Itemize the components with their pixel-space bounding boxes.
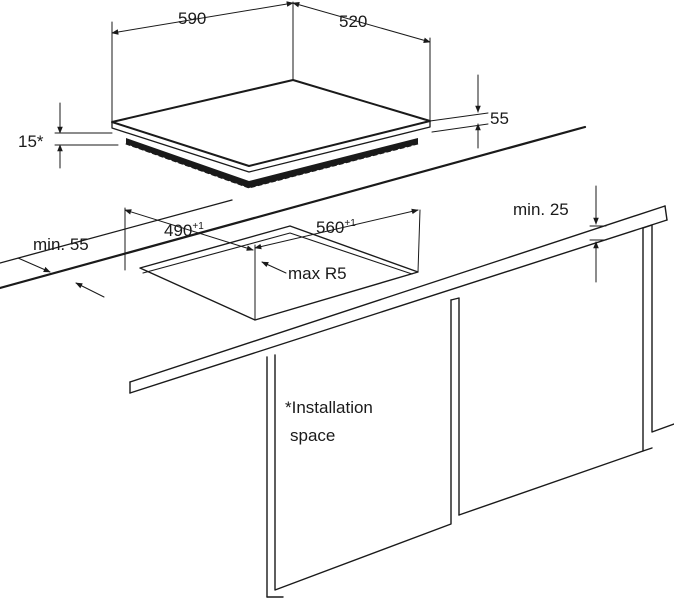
hob-body <box>126 138 418 188</box>
cutout-outline <box>139 225 419 321</box>
cabinet <box>129 205 674 598</box>
hob <box>111 79 431 189</box>
note-line-1: *Installation <box>285 398 373 417</box>
cutout-depth-tolerance: +1 <box>192 221 204 232</box>
dim-line-560 <box>254 208 419 250</box>
worktop-back-edge <box>0 125 587 290</box>
label-min-front: min. 55 <box>33 235 89 254</box>
hob-base-dashed <box>125 143 419 189</box>
dim-line-490 <box>124 209 254 251</box>
label-hob-width: 590 <box>178 9 206 28</box>
dim-line-590 <box>111 1 294 35</box>
label-hob-depth: 520 <box>339 12 367 31</box>
cutout-depth-value: 490 <box>164 221 192 240</box>
label-hob-height: 55 <box>490 109 509 128</box>
label-cutout-width: 560+1 <box>316 218 356 237</box>
dim-line-520 <box>292 2 431 43</box>
cutout-width-value: 560 <box>316 218 344 237</box>
hob-glass-edge <box>111 120 431 173</box>
cutout-width-tolerance: +1 <box>344 218 356 229</box>
label-min-rear: min. 25 <box>513 200 569 219</box>
label-hob-clearance: 15* <box>18 132 44 151</box>
note-line-2: space <box>290 426 335 445</box>
label-cutout-depth: 490+1 <box>164 221 204 240</box>
label-corner-radius: max R5 <box>288 264 347 283</box>
